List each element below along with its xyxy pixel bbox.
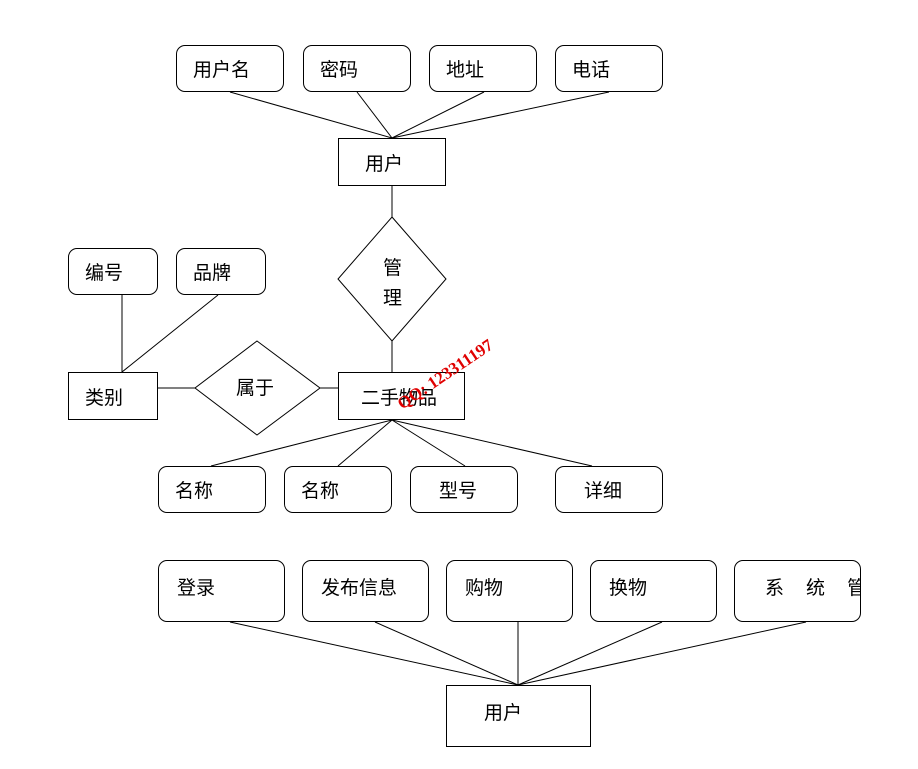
connector-line	[210, 419, 393, 467]
function-exchange: 换物	[590, 560, 717, 622]
attribute-model: 型号	[410, 466, 518, 513]
attribute-details: 详细	[555, 466, 663, 513]
manage-char: 理	[383, 287, 403, 309]
entity-category: 类别	[68, 372, 158, 420]
connector-line	[391, 91, 610, 139]
connector-line	[356, 91, 393, 139]
attribute-address: 地址	[429, 45, 537, 92]
attribute-name-2: 名称	[284, 466, 392, 513]
function-publish-info: 发布信息	[302, 560, 429, 622]
connector-line	[517, 621, 663, 686]
manage-relation-diamond	[337, 216, 447, 342]
manage-relation-label: 管 理	[383, 253, 402, 313]
belongs-relation-diamond	[194, 340, 321, 436]
attribute-username: 用户名	[176, 45, 284, 92]
belongs-relation-label: 属于	[236, 377, 275, 399]
connector-line	[121, 294, 219, 373]
function-shopping: 购物	[446, 560, 573, 622]
connector-line	[374, 621, 519, 686]
connector-line	[229, 91, 393, 139]
attribute-phone: 电话	[555, 45, 663, 92]
manage-char: 管	[383, 257, 403, 279]
function-system-management: 系 统 管 理	[734, 560, 861, 622]
attribute-number: 编号	[68, 248, 158, 295]
entity-user-bottom: 用户	[446, 685, 591, 747]
connector-line	[337, 419, 393, 467]
function-login: 登录	[158, 560, 285, 622]
entity-user: 用户	[338, 138, 446, 186]
connector-line	[391, 91, 485, 139]
attribute-brand: 品牌	[176, 248, 266, 295]
attribute-password: 密码	[303, 45, 411, 92]
entity-secondhand-item: 二手物品	[338, 372, 465, 420]
connector-line	[391, 419, 593, 467]
attribute-name-1: 名称	[158, 466, 266, 513]
connector-line	[229, 621, 519, 686]
connector-line	[517, 621, 807, 686]
connector-line	[391, 419, 466, 467]
